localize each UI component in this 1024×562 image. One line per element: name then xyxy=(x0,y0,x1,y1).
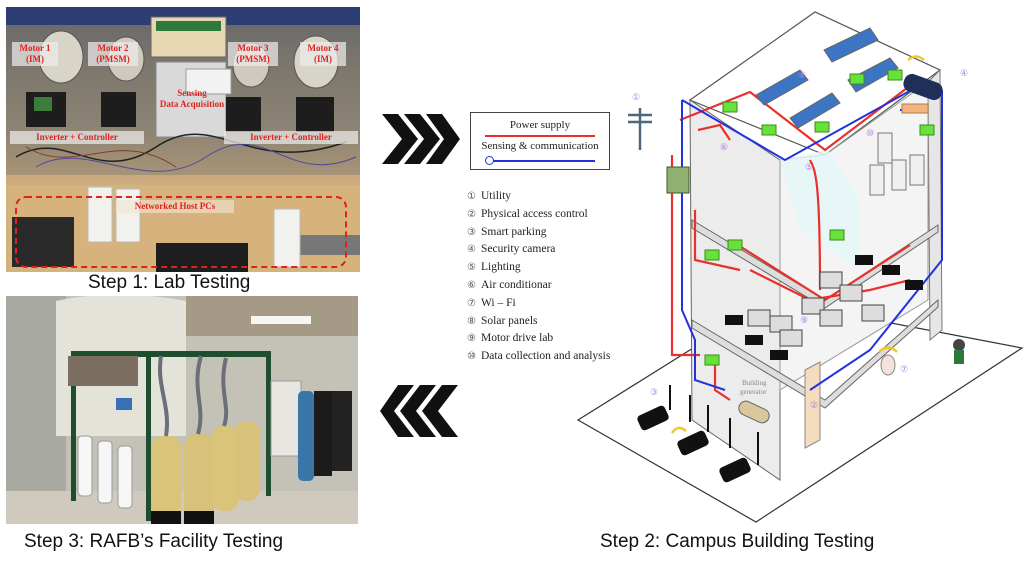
component-legend: ① Utility ② Physical access control ③ Smart… xyxy=(467,188,610,366)
legend-sensing-line xyxy=(491,160,595,162)
facility-equipment-illustration xyxy=(6,296,358,524)
left-wall xyxy=(689,99,781,481)
legend-item: ⑩ Data collection and analysis xyxy=(467,348,610,366)
line-legend: Power supply Sensing & communication xyxy=(470,112,610,170)
legend-label: Physical access control xyxy=(481,207,588,220)
tag-data: ⑩ xyxy=(866,128,874,138)
inverter-left-label: Inverter + Controller xyxy=(10,131,144,144)
motor-bodies xyxy=(725,255,923,360)
person-icon xyxy=(953,339,965,364)
tag-wifi: ⑦ xyxy=(900,364,908,374)
tag-lighting: ⑤ xyxy=(805,162,813,172)
legend-item: ① Utility xyxy=(467,188,610,206)
tag-parking: ③ xyxy=(650,387,658,397)
legend-power-line xyxy=(485,135,595,137)
smart-meter xyxy=(666,166,690,194)
tag-camera: ④ xyxy=(960,68,968,78)
legend-label: Security camera xyxy=(481,243,556,256)
legend-item: ③ Smart parking xyxy=(467,224,610,242)
motor3-type: (PMSM) xyxy=(236,54,270,64)
motor2-type: (PMSM) xyxy=(96,54,130,64)
parking-sensors xyxy=(669,385,759,465)
chevrons-right-icon xyxy=(382,114,460,164)
legend-sensing-node xyxy=(485,156,494,165)
motor2-label: Motor 2(PMSM) xyxy=(88,42,138,66)
chevrons-left-icon xyxy=(380,385,458,437)
legend-label: Smart parking xyxy=(481,225,547,238)
sensor-nodes xyxy=(704,69,935,366)
legend-num: ⑨ xyxy=(467,333,476,345)
step1-caption: Step 1: Lab Testing xyxy=(88,272,251,293)
legend-label: Motor drive lab xyxy=(481,332,554,345)
legend-item: ④ Security camera xyxy=(467,241,610,259)
sensing-text: Sensing xyxy=(177,88,207,98)
building-label-1: Building xyxy=(742,379,767,387)
utility-pole xyxy=(628,108,652,150)
tag-access: ② xyxy=(810,400,818,410)
legend-item: ② Physical access control xyxy=(467,206,610,224)
legend-label: Solar panels xyxy=(481,314,538,327)
legend-power-label: Power supply xyxy=(509,119,571,131)
legend-label: Data collection and analysis xyxy=(481,350,611,363)
parked-cars xyxy=(637,405,751,483)
tag-utility: ① xyxy=(632,92,640,102)
legend-num: ⑩ xyxy=(467,351,476,363)
legend-num: ⑦ xyxy=(467,297,476,309)
host-pcs-label: Networked Host PCs xyxy=(116,200,234,213)
floor-1 xyxy=(691,298,939,409)
legend-num: ⑥ xyxy=(467,279,476,291)
legend-num: ① xyxy=(467,191,476,202)
legend-sensing-label: Sensing & communication xyxy=(481,140,599,152)
door xyxy=(804,361,821,449)
legend-num: ⑤ xyxy=(467,262,476,274)
motor4-label: Motor 4(IM) xyxy=(300,42,346,66)
legend-label: Wi – Fi xyxy=(481,296,516,309)
inverter-right-label: Inverter + Controller xyxy=(224,131,358,144)
security-camera xyxy=(903,55,943,101)
tag-motor-lab: ⑨ xyxy=(800,315,808,325)
legend-label: Lighting xyxy=(481,261,521,274)
step3-caption: Step 3: RAFB’s Facility Testing xyxy=(24,531,284,552)
legend-num: ④ xyxy=(467,244,476,256)
legend-label: Air conditionar xyxy=(481,278,552,291)
legend-num: ⑧ xyxy=(467,315,476,327)
parking-wifi-icon xyxy=(670,426,687,434)
motor1-label: Motor 1(IM) xyxy=(12,42,58,66)
legend-item: ⑦ Wi – Fi xyxy=(467,295,610,313)
building-label-2: generator xyxy=(740,388,767,396)
legend-label: Utility xyxy=(481,190,512,202)
legend-item: ⑧ Solar panels xyxy=(467,313,610,331)
motor4-type: (IM) xyxy=(314,54,332,64)
legend-item: ⑤ Lighting xyxy=(467,259,610,277)
motor4-name: Motor 4 xyxy=(307,43,339,53)
motor3-name: Motor 3 xyxy=(237,43,269,53)
step2-caption: Step 2: Campus Building Testing xyxy=(600,531,875,552)
motor-drives xyxy=(747,271,885,347)
wifi-signal-icon xyxy=(878,346,898,353)
wifi-router xyxy=(880,354,896,376)
building-generator xyxy=(738,400,770,424)
motor2-name: Motor 2 xyxy=(97,43,129,53)
solar-panels xyxy=(755,27,899,129)
legend-item: ⑨ Motor drive lab xyxy=(467,330,610,348)
legend-num: ② xyxy=(467,208,476,220)
motor1-type: (IM) xyxy=(26,54,44,64)
lab-testing-photo: Motor 1(IM) Motor 2(PMSM) Motor 3(PMSM) … xyxy=(6,7,360,272)
tag-solar: ⑧ xyxy=(798,70,806,80)
right-wall xyxy=(927,68,943,342)
motor1-name: Motor 1 xyxy=(19,43,51,53)
network-switch xyxy=(901,103,929,114)
legend-num: ③ xyxy=(467,226,476,238)
legend-item: ⑥ Air conditionar xyxy=(467,277,610,295)
facility-testing-photo xyxy=(6,296,358,524)
server-racks xyxy=(869,132,925,196)
daq-text: Data Acquisition xyxy=(159,99,225,109)
campus-building-diagram: Building generator ① ② ③ ④ ⑤ ⑥ ⑦ ⑧ ⑨ ⑩ xyxy=(576,11,1024,523)
tag-ac: ⑥ xyxy=(720,142,728,152)
motor3-label: Motor 3(PMSM) xyxy=(228,42,278,66)
